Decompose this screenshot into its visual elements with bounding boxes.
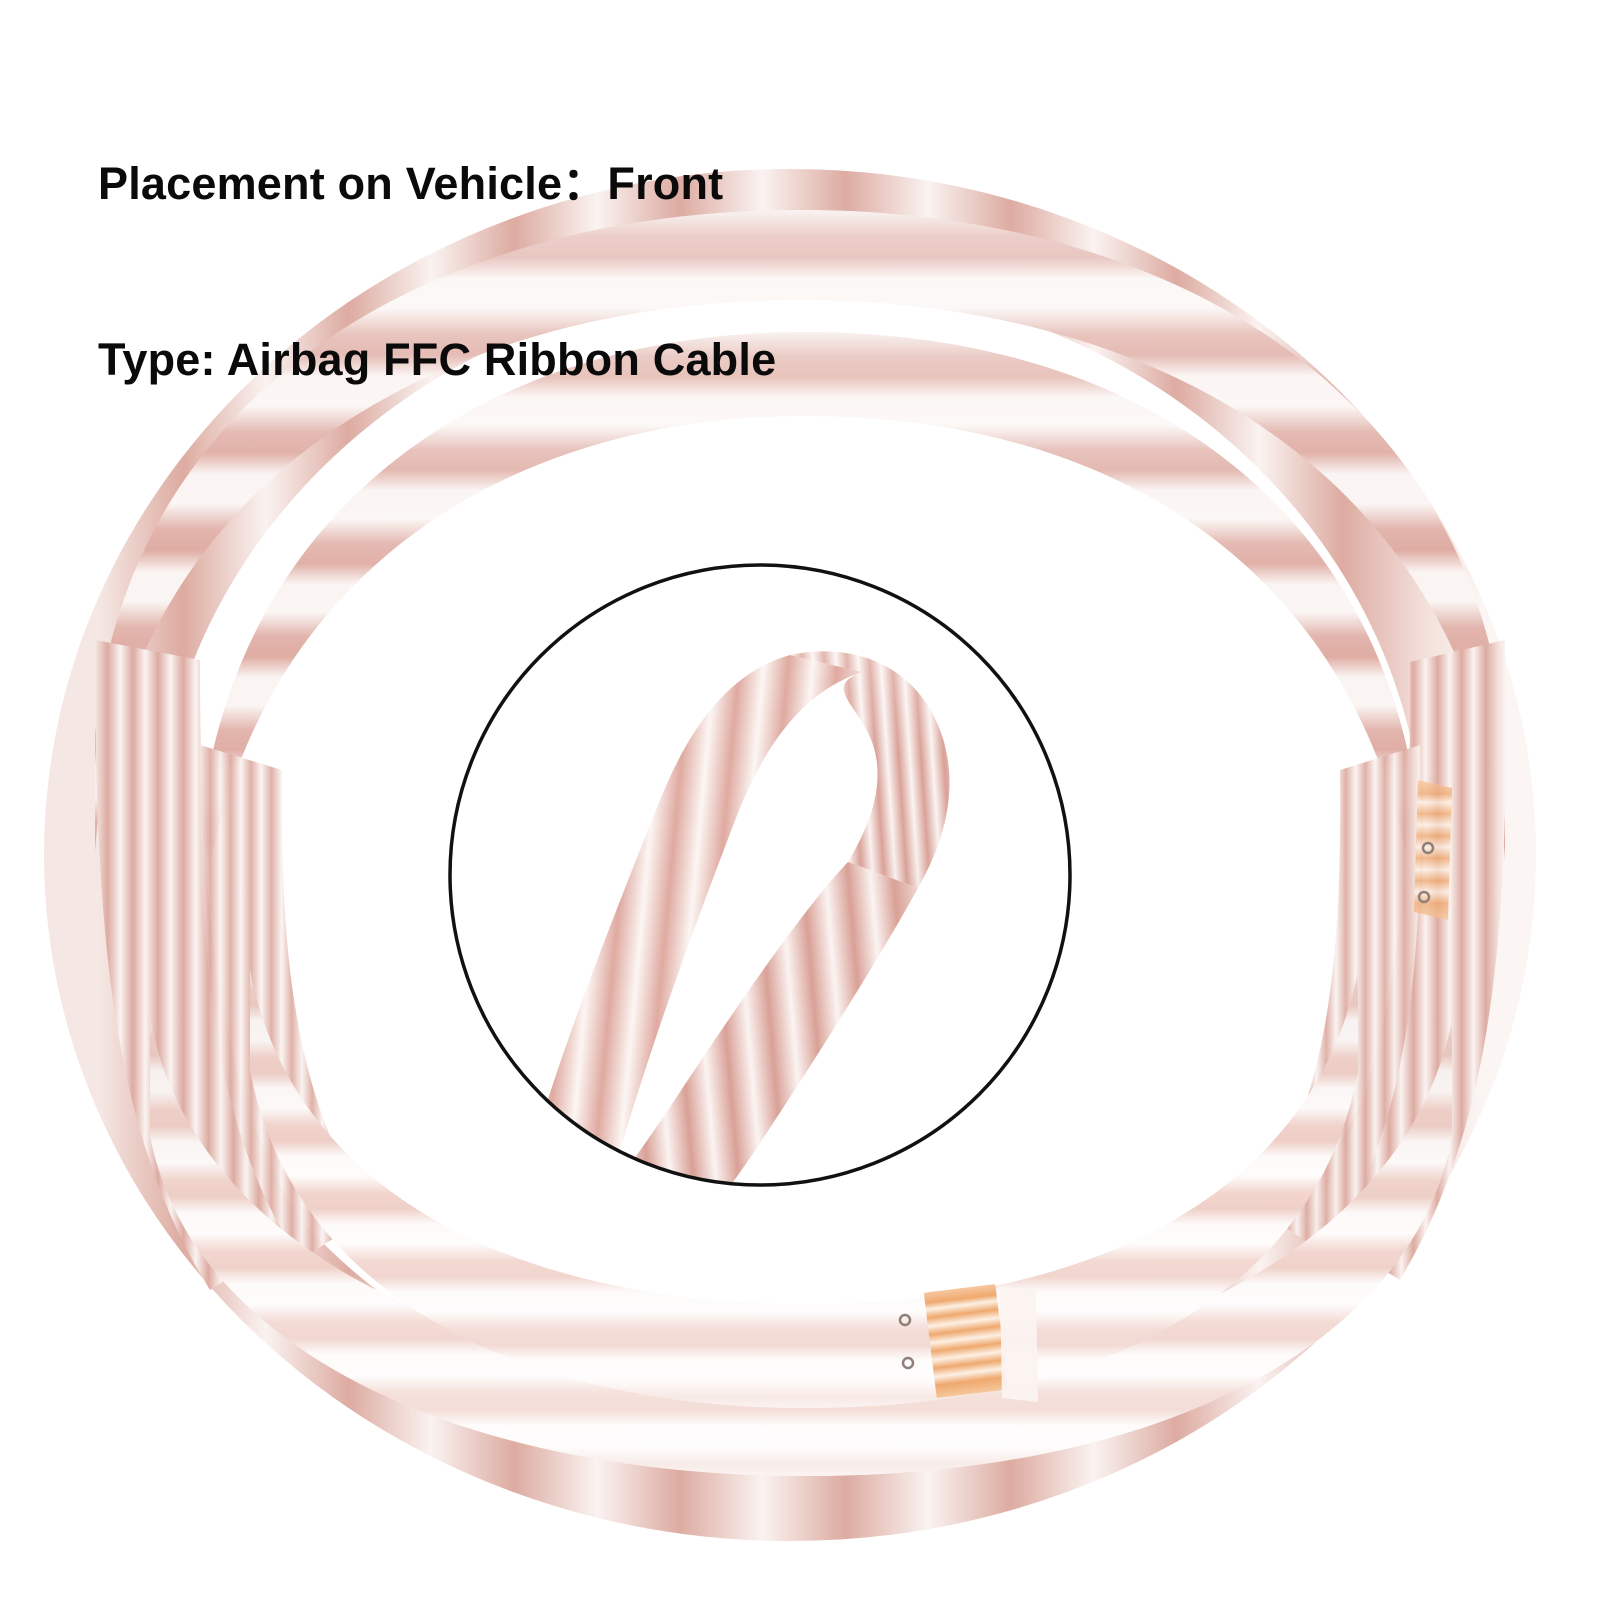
right-mount-hole-1: [1421, 841, 1435, 855]
bottom-ribbon-outer-shading: [150, 1018, 1452, 1477]
ribbon-pass-bottom-outer: [150, 1018, 1452, 1477]
detail-inset: [448, 563, 1072, 1187]
ribbon-pass-bottom-inner: [250, 970, 1358, 1409]
bottom-copper-contacts: [924, 1284, 1008, 1398]
inset-content: [520, 651, 950, 1185]
bottom-terminus-tab: [1000, 1286, 1038, 1402]
caption-block: Placement on Vehicle：Front Type: Airbag …: [98, 38, 776, 506]
inset-fold-shading: [790, 651, 950, 888]
caption-line-placement: Placement on Vehicle：Front: [98, 158, 724, 209]
bottom-terminus: [898, 1284, 1038, 1402]
caption-line-type: Type: Airbag FFC Ribbon Cable: [98, 333, 777, 385]
inset-ribbon-right-leg: [598, 862, 918, 1185]
bottom-mount-hole-2: [901, 1356, 915, 1370]
left-side-band-inner: [200, 745, 370, 1260]
detail-circle-outline: [448, 563, 1072, 1187]
inset-ribbon-left-leg: [520, 655, 862, 1185]
right-mount-hole-2: [1417, 890, 1431, 904]
right-terminus: [1414, 780, 1452, 920]
coil-left-side: [95, 640, 370, 1290]
bottom-ribbon-inner-shading: [250, 970, 1358, 1409]
bottom-mount-hole-1: [898, 1313, 912, 1327]
